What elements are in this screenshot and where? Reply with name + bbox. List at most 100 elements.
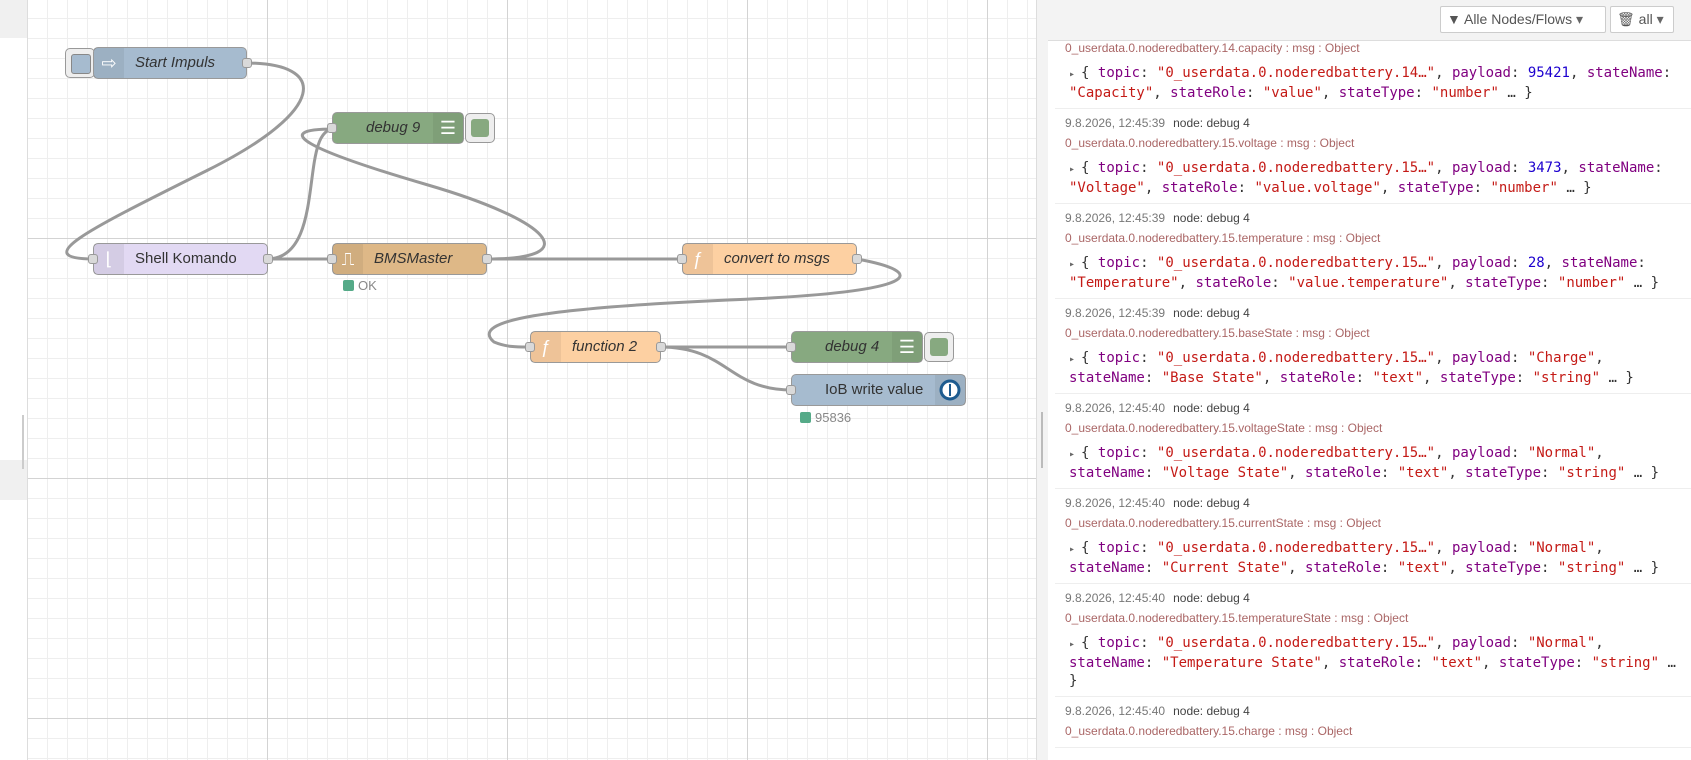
node-bmsmaster[interactable]: ⎍ BMSMaster [327, 243, 492, 275]
node-label: function 2 [572, 338, 638, 355]
msg-token: stateType [1498, 655, 1575, 671]
msg-token: "Normal" [1527, 635, 1596, 651]
msg-token: "0_userdata.0.noderedbattery.15…" [1156, 635, 1436, 651]
output-port[interactable] [263, 254, 273, 264]
msg-body-line: ▸ { topic: "0_userdata.0.noderedbattery.… [1069, 159, 1683, 179]
flow-workspace[interactable]: ⇨ Start Impuls debug 9 ☰ ⌊ Shell Komando… [28, 0, 1036, 760]
input-port[interactable] [327, 123, 337, 133]
msg-token: : [1510, 635, 1528, 651]
msg-token: : [1144, 560, 1162, 576]
input-port[interactable] [786, 342, 796, 352]
msg-token: { [1081, 65, 1098, 81]
msg-token: payload [1451, 255, 1511, 271]
msg-body[interactable]: ▸ { topic: "0_userdata.0.noderedbattery.… [1065, 343, 1683, 387]
msg-token: stateRole [1170, 85, 1247, 101]
msg-node-link[interactable]: node: debug 4 [1173, 116, 1250, 130]
msg-node-link[interactable]: node: debug 4 [1173, 496, 1250, 510]
inject-trigger-button[interactable] [65, 48, 95, 78]
msg-token: 95421 [1527, 65, 1570, 81]
msg-token: : [1414, 85, 1432, 101]
msg-token: : [1414, 655, 1432, 671]
msg-meta: 9.8.2026, 12:45:39 node: debug 4 [1065, 303, 1683, 323]
node-debug-9[interactable]: debug 9 ☰ [327, 112, 464, 144]
filter-label: Alle Nodes/Flows [1463, 11, 1573, 27]
msg-token: , [1435, 255, 1452, 271]
msg-body[interactable]: ▸ { topic: "0_userdata.0.noderedbattery.… [1065, 248, 1683, 292]
filter-dropdown[interactable]: ▼ Alle Nodes/Flows ▾ [1440, 6, 1606, 33]
expand-caret-icon[interactable]: ▸ [1069, 259, 1082, 270]
msg-token: stateType [1338, 85, 1415, 101]
msg-timestamp: 9.8.2026, 12:45:39 [1065, 306, 1166, 320]
output-port[interactable] [656, 342, 666, 352]
node-function-2[interactable]: ƒ function 2 [525, 331, 666, 363]
msg-body[interactable]: ▸ { topic: "0_userdata.0.noderedbattery.… [1065, 153, 1683, 197]
msg-token: "value.temperature" [1288, 275, 1449, 291]
msg-body[interactable]: ▸ { topic: "0_userdata.0.noderedbattery.… [1065, 628, 1683, 690]
expand-caret-icon[interactable]: ▸ [1069, 164, 1082, 175]
output-port[interactable] [852, 254, 862, 264]
msg-node-link[interactable]: node: debug 4 [1173, 211, 1250, 225]
msg-token: , [1561, 160, 1579, 176]
input-port[interactable] [677, 254, 687, 264]
msg-node-link[interactable]: node: debug 4 [1173, 306, 1250, 320]
node-label: convert to msgs [724, 250, 830, 267]
msg-node-link[interactable]: node: debug 4 [1173, 704, 1250, 718]
output-port[interactable] [482, 254, 492, 264]
input-port[interactable] [786, 385, 796, 395]
debug-toggle-button[interactable] [465, 113, 495, 143]
debug-message[interactable]: 0_userdata.0.noderedbattery.14.capacity … [1055, 40, 1691, 109]
expand-caret-icon[interactable]: ▸ [1069, 449, 1082, 460]
debug-messages-list[interactable]: 0_userdata.0.noderedbattery.14.capacity … [1055, 40, 1691, 760]
msg-token: stateName [1586, 65, 1663, 81]
msg-token: stateType [1465, 275, 1542, 291]
node-start-impuls[interactable]: ⇨ Start Impuls [93, 47, 252, 79]
expand-caret-icon[interactable]: ▸ [1069, 639, 1082, 650]
node-iob-write-value[interactable]: IoB write value [786, 374, 966, 406]
status-text: OK [358, 278, 377, 293]
msg-timestamp: 9.8.2026, 12:45:40 [1065, 496, 1166, 510]
msg-body[interactable]: ▸ { topic: "0_userdata.0.noderedbattery.… [1065, 438, 1683, 482]
msg-meta: 9.8.2026, 12:45:40 node: debug 4 [1065, 493, 1683, 513]
inject-icon: ⇨ [94, 48, 124, 78]
clear-dropdown[interactable]: 🗑 all ▾ [1610, 6, 1674, 33]
input-port[interactable] [327, 254, 337, 264]
output-port[interactable] [242, 58, 252, 68]
msg-node-link[interactable]: node: debug 4 [1173, 401, 1250, 415]
expand-caret-icon[interactable]: ▸ [1069, 354, 1082, 365]
node-shell-komando[interactable]: ⌊ Shell Komando [88, 243, 273, 275]
input-port[interactable] [525, 342, 535, 352]
debug-toggle-button[interactable] [924, 332, 954, 362]
expand-caret-icon[interactable]: ▸ [1069, 544, 1082, 555]
node-debug-4[interactable]: debug 4 ☰ [786, 331, 923, 363]
msg-body[interactable]: ▸ { topic: "0_userdata.0.noderedbattery.… [1065, 58, 1683, 102]
expand-caret-icon[interactable]: ▸ [1069, 69, 1082, 80]
msg-token: topic [1097, 65, 1141, 81]
msg-token: "text" [1372, 370, 1424, 386]
msg-body-line: ▸ { topic: "0_userdata.0.noderedbattery.… [1069, 634, 1683, 654]
msg-body-line: ▸ { topic: "0_userdata.0.noderedbattery.… [1069, 539, 1683, 559]
msg-token: : [1654, 160, 1663, 176]
debug-list-icon: ☰ [892, 332, 922, 362]
msg-token: { [1081, 445, 1098, 461]
msg-token: topic [1097, 540, 1141, 556]
msg-body-line: ▸ { topic: "0_userdata.0.noderedbattery.… [1069, 349, 1683, 369]
msg-token: "Base State" [1161, 370, 1263, 386]
msg-body[interactable]: ▸ { topic: "0_userdata.0.noderedbattery.… [1065, 533, 1683, 577]
input-port[interactable] [88, 254, 98, 264]
msg-token: "0_userdata.0.noderedbattery.15…" [1156, 445, 1436, 461]
ruler-grip[interactable] [22, 415, 24, 469]
msg-timestamp: 9.8.2026, 12:45:40 [1065, 704, 1166, 718]
msg-token: , [1448, 275, 1466, 291]
debug-sidebar: ▼ Alle Nodes/Flows ▾ 🗑 all ▾ 0_userdata.… [1048, 0, 1691, 760]
msg-node-link[interactable]: node: debug 4 [1173, 591, 1250, 605]
splitter-grip[interactable] [1041, 412, 1043, 468]
node-convert-to-msgs[interactable]: ƒ convert to msgs [677, 243, 862, 275]
msg-token: "Capacity" [1069, 85, 1154, 101]
